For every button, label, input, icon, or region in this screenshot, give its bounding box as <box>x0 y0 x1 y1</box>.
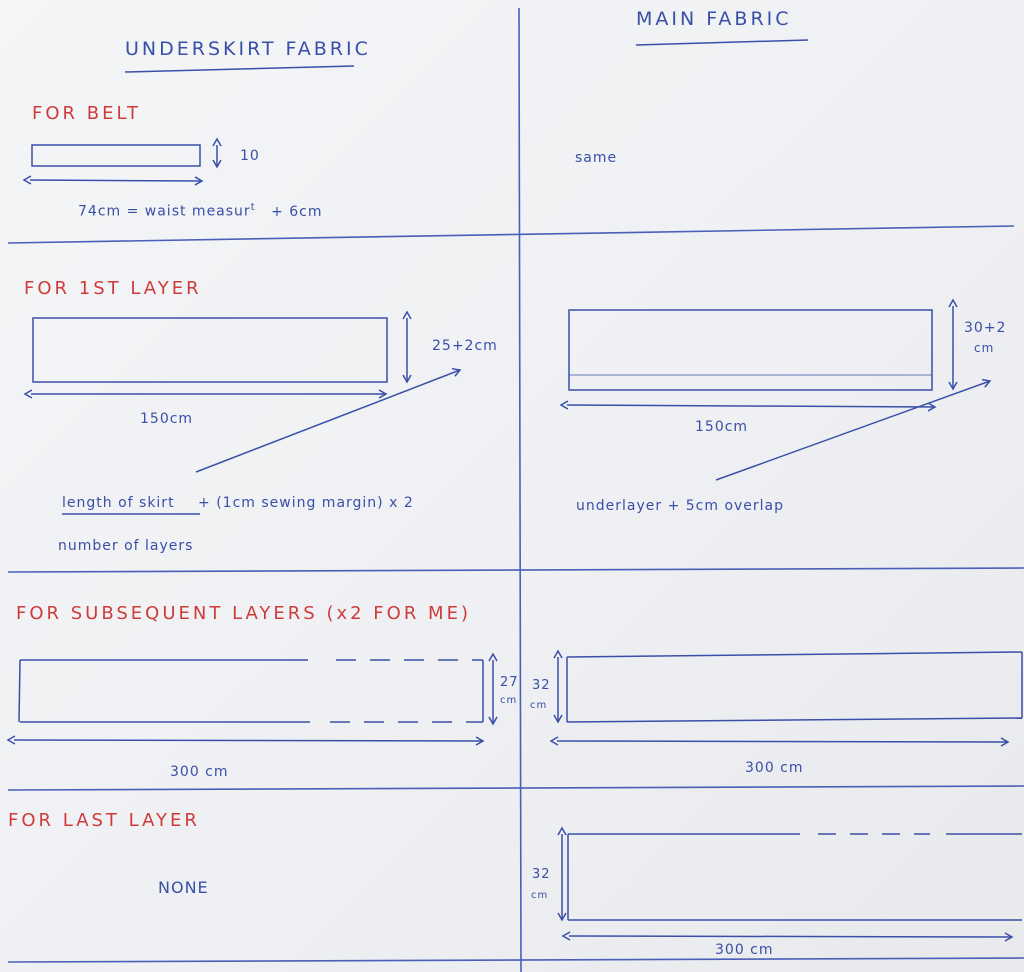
row-divider-1 <box>7 225 1015 244</box>
first-layer-main-note: underlayer + 5cm overlap <box>576 498 785 514</box>
first-layer-main-height: 30+2 <box>964 320 1007 336</box>
row-divider-3 <box>7 785 1024 791</box>
grid-lines <box>7 7 1024 972</box>
subsequent-layers-heading: FOR SUBSEQUENT LAYERS (x2 FOR ME) <box>16 603 471 624</box>
first-layer-pointer-arrow <box>195 368 462 473</box>
first-layer-main-width: 150cm <box>695 419 749 435</box>
row-divider-2 <box>7 567 1024 573</box>
right-column-title: MAIN FABRIC <box>636 8 792 30</box>
first-layer-main-rect <box>568 309 933 391</box>
first-layer-main-height-unit: cm <box>974 341 995 355</box>
right-title-underline <box>635 39 809 46</box>
belt-heading: FOR BELT <box>32 103 142 124</box>
belt-height-label: 10 <box>240 148 260 164</box>
left-title-underline <box>124 65 355 73</box>
last-layer-under-note: NONE <box>158 878 209 897</box>
subsequent-under-width-arrow <box>6 735 485 746</box>
belt-width-label: 74cm = waist measurt + 6cm <box>78 202 323 220</box>
subsequent-main-width-arrow <box>549 736 1010 747</box>
belt-strip <box>31 144 201 167</box>
last-main-width: 300 cm <box>715 942 774 958</box>
formula-line-2: number of layers <box>58 538 194 554</box>
last-layer-heading: FOR LAST LAYER <box>8 810 200 831</box>
center-divider <box>518 7 522 972</box>
subsequent-main-height-unit: cm <box>530 700 548 711</box>
formula-line-1: length of skirt + (1cm sewing margin) x … <box>62 495 414 511</box>
subsequent-under-width: 300 cm <box>170 764 229 780</box>
last-main-width-arrow <box>561 931 1014 942</box>
subsequent-main-height: 32 <box>532 678 551 693</box>
last-main-height-unit: cm <box>531 890 549 901</box>
first-layer-main-pointer-arrow <box>715 378 992 481</box>
belt-main-note: same <box>575 150 618 166</box>
first-layer-heading: FOR 1ST LAYER <box>24 278 202 299</box>
left-column-title: UNDERSKIRT FABRIC <box>125 38 371 60</box>
first-layer-main-width-arrow <box>559 400 937 412</box>
subsequent-under-height: 27 <box>500 675 519 690</box>
subsequent-under-height-unit: cm <box>500 695 518 706</box>
last-main-height: 32 <box>532 867 551 882</box>
first-layer-under-width: 150cm <box>140 411 194 427</box>
first-layer-under-rect <box>32 317 388 383</box>
first-layer-under-height: 25+2cm <box>432 338 498 354</box>
belt-width-arrow <box>22 175 204 186</box>
subsequent-main-width: 300 cm <box>745 760 804 776</box>
row-divider-4 <box>7 957 1024 963</box>
subsequent-under-left-edge <box>18 659 21 723</box>
